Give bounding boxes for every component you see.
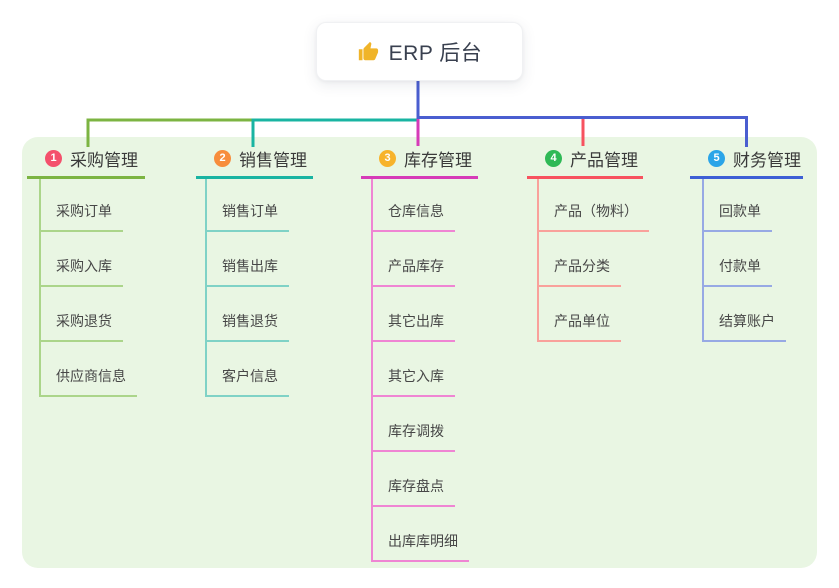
branch-label: 库存管理 (404, 150, 472, 170)
branch-children-sales: 销售订单 销售出库 销售退货 客户信息 (205, 179, 289, 397)
branch-title-purchase[interactable]: 1 采购管理 (27, 146, 145, 179)
node-sales-order[interactable]: 销售订单 (205, 201, 289, 232)
root-node-erp-backend[interactable]: ERP 后台 (316, 22, 523, 81)
branch-badge-4: 4 (545, 149, 562, 167)
branch-label: 产品管理 (570, 150, 638, 170)
node-stock-taking[interactable]: 库存盘点 (371, 476, 455, 507)
branch-children-finance: 回款单 付款单 结算账户 (702, 179, 786, 342)
branch-label: 财务管理 (733, 150, 801, 170)
branch-title-product[interactable]: 4 产品管理 (527, 146, 643, 179)
branch-badge-5: 5 (708, 149, 725, 167)
branch-label: 采购管理 (70, 150, 138, 170)
node-outbound-detail[interactable]: 出库库明细 (371, 531, 469, 562)
branch-label: 销售管理 (239, 150, 307, 170)
branch-title-finance[interactable]: 5 财务管理 (690, 146, 803, 179)
branch-title-inventory[interactable]: 3 库存管理 (361, 146, 478, 179)
thumbs-up-icon (357, 41, 379, 63)
node-product-category[interactable]: 产品分类 (537, 256, 621, 287)
branch-finance: 5 财务管理 回款单 付款单 结算账户 (690, 146, 803, 342)
node-product-unit[interactable]: 产品单位 (537, 311, 621, 342)
branch-inventory: 3 库存管理 仓库信息 产品库存 其它出库 其它入库 库存调拨 库存盘点 出库库… (361, 146, 478, 562)
node-other-outbound[interactable]: 其它出库 (371, 311, 455, 342)
node-sales-return[interactable]: 销售退货 (205, 311, 289, 342)
node-purchase-order[interactable]: 采购订单 (39, 201, 123, 232)
node-stock-transfer[interactable]: 库存调拨 (371, 421, 455, 452)
branch-purchase: 1 采购管理 采购订单 采购入库 采购退货 供应商信息 (27, 146, 145, 397)
branch-children-product: 产品（物料） 产品分类 产品单位 (537, 179, 649, 342)
node-product-stock[interactable]: 产品库存 (371, 256, 455, 287)
node-other-inbound[interactable]: 其它入库 (371, 366, 455, 397)
node-sales-outbound[interactable]: 销售出库 (205, 256, 289, 287)
node-supplier-info[interactable]: 供应商信息 (39, 366, 137, 397)
branch-badge-1: 1 (45, 149, 62, 167)
branch-product: 4 产品管理 产品（物料） 产品分类 产品单位 (527, 146, 649, 342)
node-product-material[interactable]: 产品（物料） (537, 201, 649, 232)
node-purchase-return[interactable]: 采购退货 (39, 311, 123, 342)
node-settlement-account[interactable]: 结算账户 (702, 311, 786, 342)
branch-children-inventory: 仓库信息 产品库存 其它出库 其它入库 库存调拨 库存盘点 出库库明细 (371, 179, 469, 562)
root-node-label: ERP 后台 (388, 41, 483, 65)
node-purchase-inbound[interactable]: 采购入库 (39, 256, 123, 287)
node-receipt-bill[interactable]: 回款单 (702, 201, 772, 232)
branch-badge-3: 3 (379, 149, 396, 167)
branch-children-purchase: 采购订单 采购入库 采购退货 供应商信息 (39, 179, 137, 397)
branch-title-sales[interactable]: 2 销售管理 (196, 146, 313, 179)
branches-background-panel (22, 137, 817, 568)
branch-sales: 2 销售管理 销售订单 销售出库 销售退货 客户信息 (196, 146, 313, 397)
node-payment-bill[interactable]: 付款单 (702, 256, 772, 287)
node-warehouse-info[interactable]: 仓库信息 (371, 201, 455, 232)
branch-badge-2: 2 (214, 149, 231, 167)
node-customer-info[interactable]: 客户信息 (205, 366, 289, 397)
